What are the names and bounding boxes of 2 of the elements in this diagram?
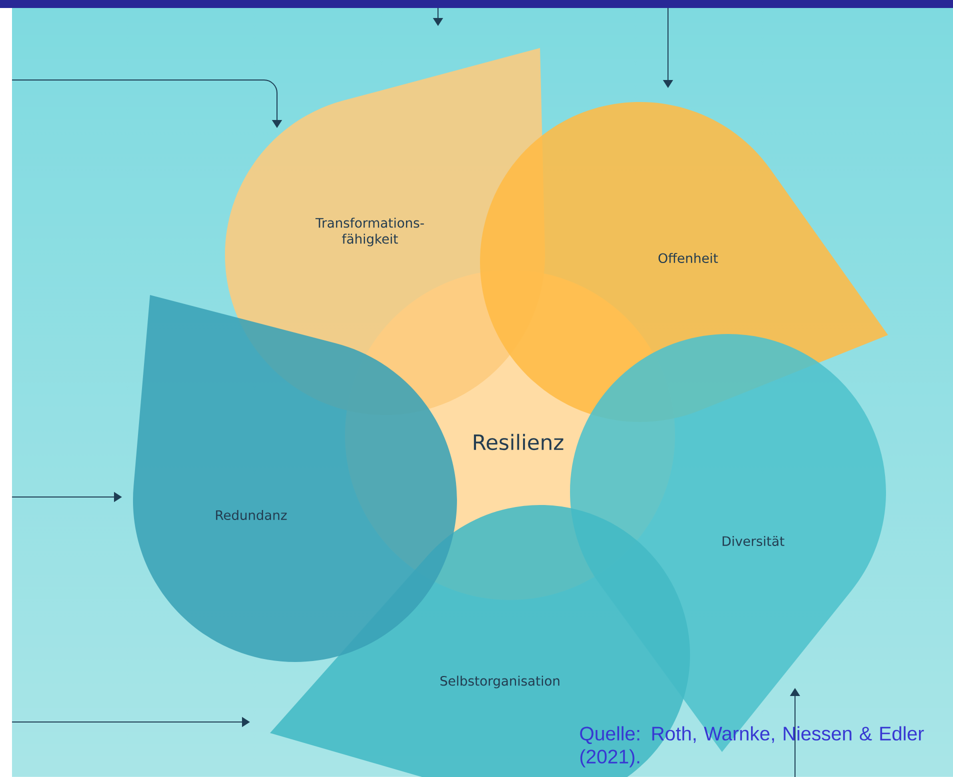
arrow [12,80,282,128]
petal: Redundanz [133,295,457,662]
